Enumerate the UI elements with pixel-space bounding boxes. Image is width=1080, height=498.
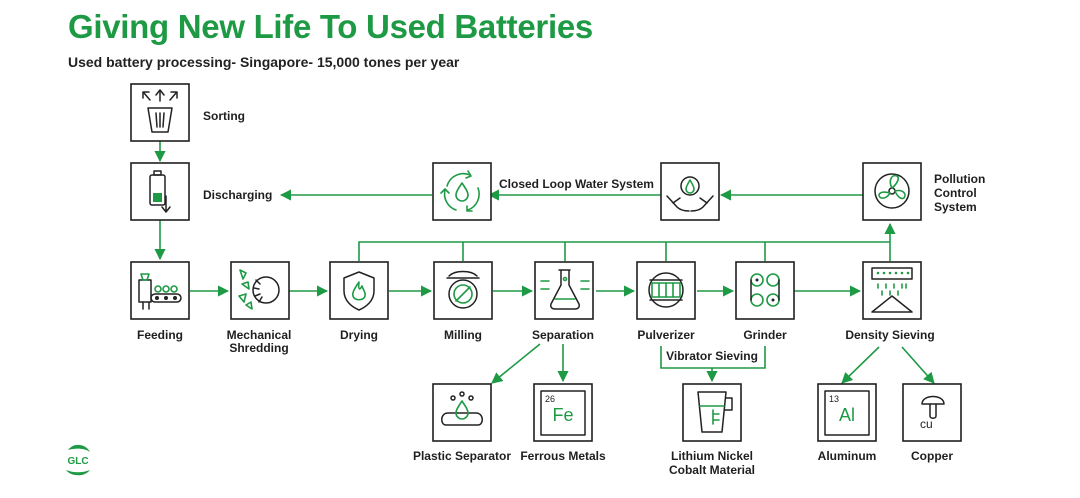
collector-line — [358, 241, 890, 261]
node-grinder: Grinder — [735, 261, 795, 342]
arrow-density-copper — [901, 346, 935, 384]
label-ferrous: Ferrous Metals — [520, 449, 606, 463]
node-discharging: Discharging — [130, 162, 272, 221]
node-separation: Separation — [532, 261, 594, 342]
label-lnc-2: Cobalt Material — [669, 463, 755, 477]
beaker-icon — [697, 391, 733, 433]
label-milling: Milling — [444, 328, 482, 342]
label-shredding-1: Mechanical — [227, 328, 292, 342]
label-separation: Separation — [532, 328, 594, 342]
label-vibrator: Vibrator Sieving — [666, 349, 758, 363]
node-aluminum: 13 Al Aluminum — [817, 383, 877, 463]
label-shredding-2: Shredding — [229, 341, 288, 355]
label-aluminum: Aluminum — [818, 449, 877, 463]
element-fe-icon: 26 Fe — [540, 390, 586, 436]
flame-shield-icon — [343, 271, 375, 311]
arrow-separation-plastic — [491, 343, 541, 384]
pulverizer-icon — [648, 272, 684, 308]
label-plastic: Plastic Separator — [413, 449, 511, 463]
node-pulverizer: Pulverizer — [636, 261, 696, 342]
copper-mushroom-icon: cu — [920, 395, 945, 431]
svg-text:cu: cu — [920, 417, 933, 431]
label-pollution-1: Pollution — [934, 172, 985, 186]
chain-gear-icon — [750, 273, 780, 307]
node-closed-loop: Closed Loop Water System — [432, 162, 654, 221]
label-density: Density Sieving — [845, 328, 934, 342]
label-pollution-2: Control — [934, 186, 977, 200]
label-lnc-1: Lithium Nickel — [671, 449, 753, 463]
vibrator-bracket — [660, 346, 766, 369]
label-pulverizer: Pulverizer — [637, 328, 695, 342]
label-grinder: Grinder — [743, 328, 787, 342]
fan-icon — [874, 173, 910, 209]
plastic-drop-icon — [441, 391, 483, 426]
svg-text:Al: Al — [839, 405, 855, 425]
node-shredding: Mechanical Shredding — [227, 261, 292, 355]
flask-icon — [540, 269, 590, 310]
basket-sort-icon — [142, 89, 178, 133]
mill-icon — [446, 270, 480, 309]
node-density: Density Sieving — [845, 261, 935, 342]
label-closed-loop: Closed Loop Water System — [499, 177, 654, 191]
page-title: Giving New Life To Used Batteries — [68, 8, 593, 45]
svg-text:13: 13 — [829, 394, 839, 404]
node-sorting: Sorting — [130, 83, 245, 142]
node-hands-water — [660, 162, 720, 221]
node-pollution: Pollution Control System — [862, 162, 985, 221]
node-plastic: Plastic Separator — [413, 383, 511, 463]
sieve-icon — [871, 267, 913, 313]
node-lnc: Lithium Nickel Cobalt Material — [669, 383, 755, 477]
page-subtitle: Used battery processing- Singapore- 15,0… — [68, 54, 460, 70]
arrow-density-aluminum — [841, 346, 880, 384]
shredder-icon — [238, 269, 280, 310]
element-al-icon: 13 Al — [824, 390, 870, 436]
svg-text:GLC: GLC — [67, 456, 88, 467]
flow-lines — [154, 141, 935, 384]
node-copper: cu Copper — [902, 383, 962, 463]
water-recycle-icon — [440, 170, 480, 212]
node-drying: Drying — [329, 261, 389, 342]
label-sorting: Sorting — [203, 109, 245, 123]
label-pollution-3: System — [934, 200, 977, 214]
battery-discharge-icon — [149, 170, 171, 213]
hands-water-icon — [666, 176, 714, 212]
glc-logo: GLC — [66, 444, 90, 476]
label-feeding: Feeding — [137, 328, 183, 342]
node-feeding: Feeding — [130, 261, 190, 342]
conveyor-icon — [138, 273, 182, 310]
label-copper: Copper — [911, 449, 953, 463]
svg-text:26: 26 — [545, 394, 555, 404]
label-drying: Drying — [340, 328, 378, 342]
label-discharging: Discharging — [203, 188, 272, 202]
node-ferrous: 26 Fe Ferrous Metals — [520, 383, 606, 463]
node-milling: Milling — [433, 261, 493, 342]
svg-text:Fe: Fe — [552, 405, 573, 425]
